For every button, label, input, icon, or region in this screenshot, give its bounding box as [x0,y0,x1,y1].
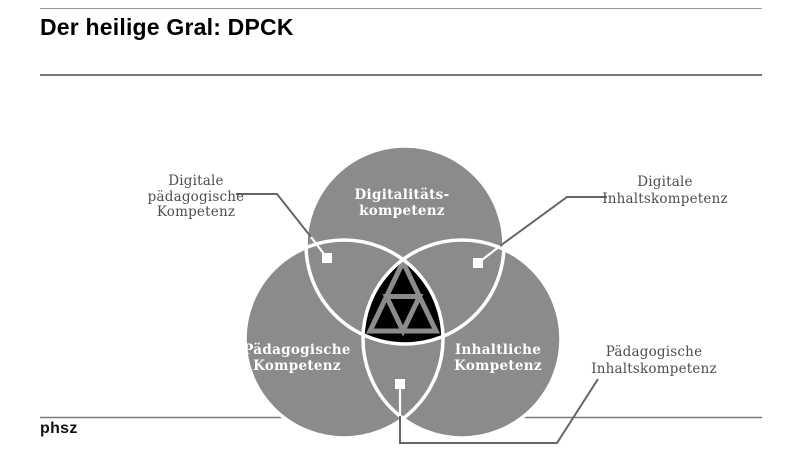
phsz-logo: phsz [40,420,78,437]
callout-digital-content-label: Digitale Inhaltskompetenz [602,174,728,207]
callout-pedagogical-content-label: Pädagogische Inhaltskompetenz [591,344,717,377]
connector-digital-content [499,196,607,247]
top-divider-line [40,8,762,9]
marker-pedagogical-content [395,379,405,389]
triple-intersection-region [363,240,443,344]
venn-circle-top-outline [304,144,506,346]
venn-circle-left-label: Pädagogische Kompetenz [243,342,351,374]
title-divider-line [40,74,762,76]
callout-digital-pedagogical-label: Digitale pädagogische Kompetenz [147,173,245,220]
connector-digital-pedagogical [236,193,312,238]
triple-intersection-group [363,240,443,344]
marker-digital-pedagogical [322,253,332,263]
venn-circle-left-outline [243,238,445,440]
marker-digital-content [473,258,483,268]
connector-pedagogical-content [399,378,599,444]
venn-circle-right-outline [361,238,563,440]
venn-circle-top-label: Digitalitäts- kompetenz [354,187,450,219]
dpck-glyph-inner-triangle [382,294,424,337]
page-title: Der heilige Gral: DPCK [40,14,294,40]
venn-circle-right-label: Inhaltliche Kompetenz [454,342,542,374]
